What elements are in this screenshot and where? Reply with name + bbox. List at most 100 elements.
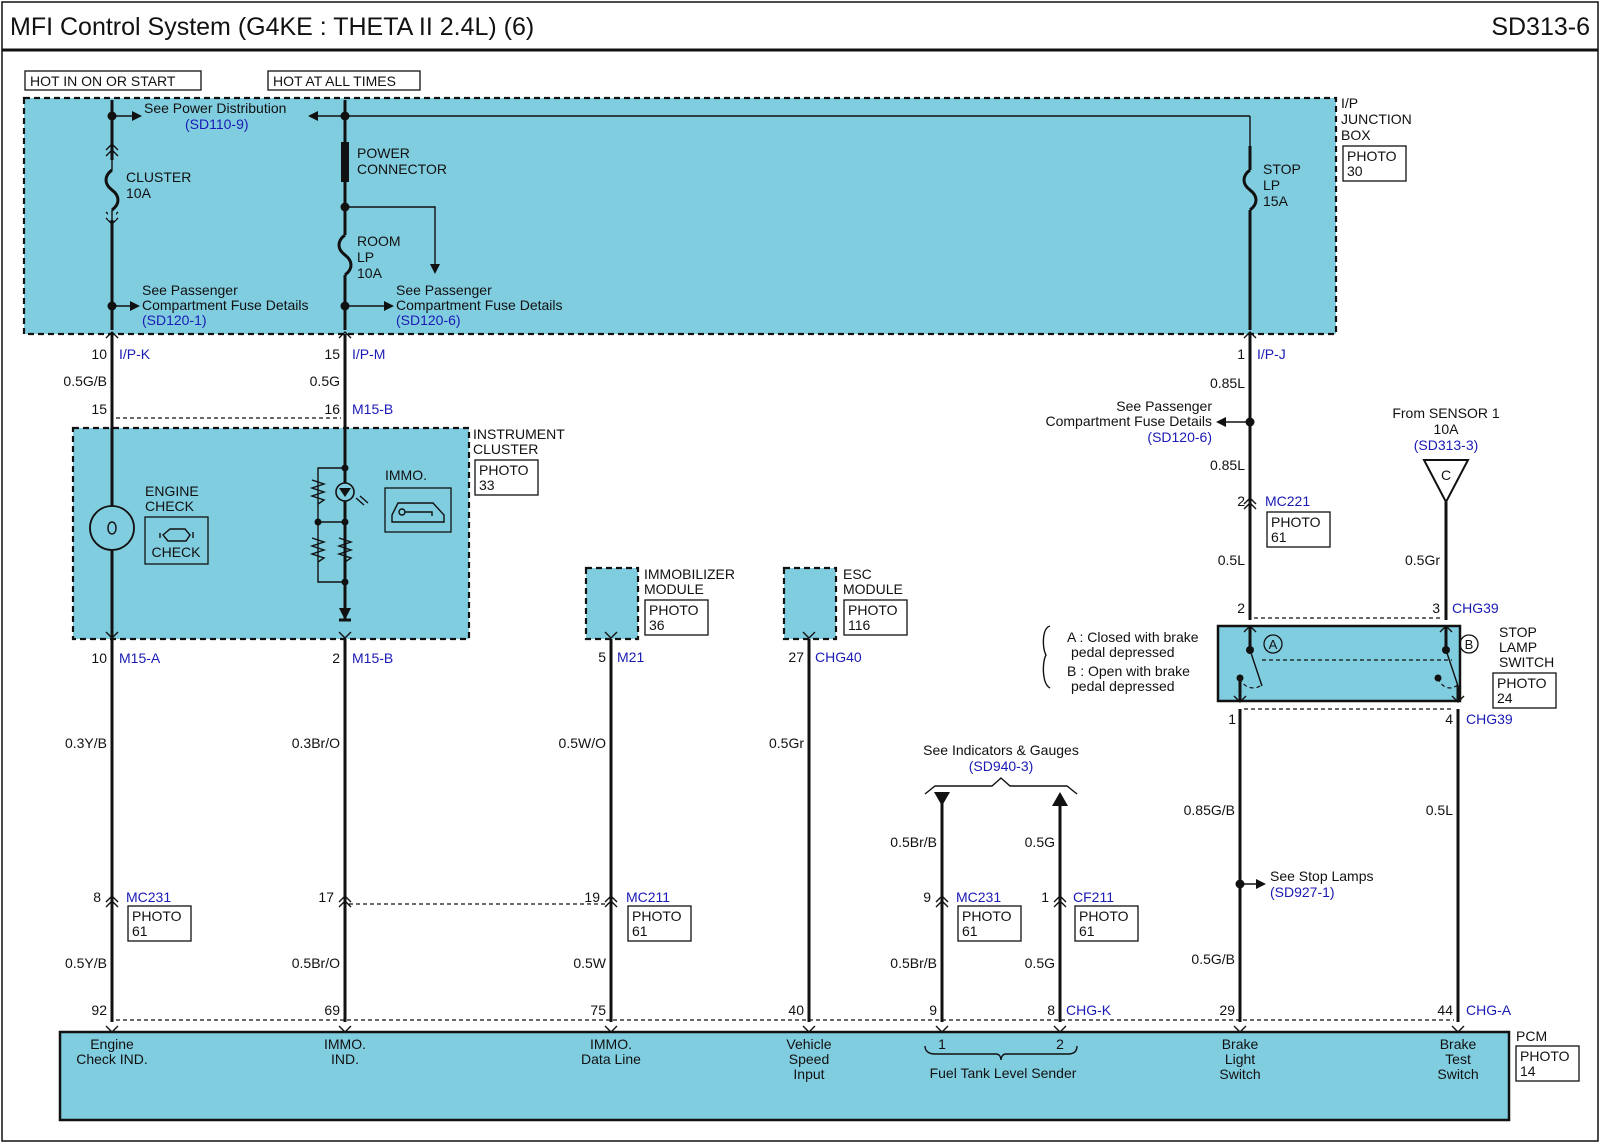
- room-fuse-label-3: 10A: [357, 265, 383, 281]
- pin-15-cluster: 15: [91, 401, 107, 417]
- cluster-fuse-rating: 10A: [126, 185, 152, 201]
- photo-mc221-1: PHOTO: [1271, 514, 1321, 530]
- junction-box-name-2: JUNCTION: [1341, 111, 1412, 127]
- pin-27-chg40: 27: [788, 649, 804, 665]
- stop-lamp-switch: 2 3 CHG39 A B STOP LAMP SWITCH PHOTO 24 …: [1042, 600, 1557, 727]
- pcm-pin-9: 9: [929, 1002, 937, 1018]
- immobilizer-name-1: IMMOBILIZER: [644, 566, 735, 582]
- pin-3-switch: 3: [1432, 600, 1440, 616]
- immobilizer-name-2: MODULE: [644, 581, 704, 597]
- conn-ipm: I/P-M: [352, 346, 385, 362]
- pin-4-switch: 4: [1445, 711, 1453, 727]
- pcm-immo-ind-2: IND.: [331, 1051, 359, 1067]
- wire-085l-a: 0.85L: [1210, 375, 1245, 391]
- indicators-text: See Indicators & Gauges: [923, 742, 1079, 758]
- pin-8-mc231: 8: [93, 889, 101, 905]
- fuse-details-left-2: Compartment Fuse Details: [142, 297, 309, 313]
- wire-05l-a: 0.5L: [1218, 552, 1245, 568]
- cluster-fuse-label: CLUSTER: [126, 169, 191, 185]
- sensor-connector-triangle: [1422, 459, 1470, 505]
- pin-2-switch: 2: [1237, 600, 1245, 616]
- switch-note-a-1: A : Closed with brake: [1067, 629, 1199, 645]
- room-fuse-label-2: LP: [357, 249, 374, 265]
- wire-085gb: 0.85G/B: [1184, 802, 1235, 818]
- photo-mc211-1: PHOTO: [632, 908, 682, 924]
- pcm-module: 92 69 75 40 9 8 CHG-K 29 44 CHG-A PCM PH…: [58, 1002, 1580, 1122]
- wire-03yb: 0.3Y/B: [65, 735, 107, 751]
- pcm-engine-check-1: Engine: [90, 1036, 134, 1052]
- fuse-details-mid-1: See Passenger: [396, 282, 492, 298]
- pcm-brake-light-1: Brake: [1222, 1036, 1259, 1052]
- conn-ipj: I/P-J: [1257, 346, 1286, 362]
- pin-15-ipm: 15: [324, 346, 340, 362]
- conn-m15b-top: M15-B: [352, 401, 393, 417]
- pcm-vehicle-speed-2: Speed: [789, 1051, 829, 1067]
- stop-fuse-label-3: 15A: [1263, 193, 1289, 209]
- immobilizer-body: [584, 566, 640, 641]
- conn-m15b: M15-B: [352, 650, 393, 666]
- photo-mc231-b-2: 61: [962, 923, 978, 939]
- pcm-pin-29: 29: [1219, 1002, 1235, 1018]
- pcm-photo-1: PHOTO: [1520, 1048, 1570, 1064]
- pcm-brake-test-1: Brake: [1440, 1036, 1477, 1052]
- pcm-immo-data-2: Data Line: [581, 1051, 641, 1067]
- wire-05bro: 0.5Br/O: [292, 955, 340, 971]
- engine-check-lamp-icon: [89, 505, 135, 551]
- esc-module: ESC MODULE PHOTO 116: [782, 566, 908, 641]
- wire-05g-a: 0.5G: [1025, 834, 1055, 850]
- wire-05l-b: 0.5L: [1426, 802, 1453, 818]
- fuse-details-right-2: Compartment Fuse Details: [1045, 413, 1212, 429]
- switch-note-a-2: pedal depressed: [1071, 644, 1175, 660]
- esc-photo-2: 116: [848, 617, 871, 633]
- engine-check-label-1: ENGINE: [145, 483, 199, 499]
- pin-16-cluster: 16: [324, 401, 340, 417]
- pcm-fuel-tank: Fuel Tank Level Sender: [930, 1065, 1077, 1081]
- pcm-conn-chgk: CHG-K: [1066, 1002, 1112, 1018]
- instrument-cluster: INSTRUMENT CLUSTER PHOTO 33 ENGINE CHECK…: [71, 426, 565, 641]
- cluster-name-1: INSTRUMENT: [473, 426, 565, 442]
- conn-mc221: MC221: [1265, 493, 1310, 509]
- stop-fuse-label-2: LP: [1263, 177, 1280, 193]
- pcm-pin-44: 44: [1437, 1002, 1453, 1018]
- esc-name-1: ESC: [843, 566, 872, 582]
- pcm-pin-75: 75: [590, 1002, 606, 1018]
- pcm-pin-40: 40: [788, 1002, 804, 1018]
- junction-box-photo-1: PHOTO: [1347, 148, 1397, 164]
- switch-a-tag: [1263, 634, 1283, 654]
- fuse-details-right-1: See Passenger: [1116, 398, 1212, 414]
- pcm-brake-test-2: Test: [1445, 1051, 1471, 1067]
- page-code: SD313-6: [1491, 13, 1590, 41]
- wire-05gr-right: 0.5Gr: [1405, 552, 1440, 568]
- conn-chg39-bot: CHG39: [1466, 711, 1513, 727]
- junction-box-name-3: BOX: [1341, 127, 1371, 143]
- cluster-name-2: CLUSTER: [473, 441, 538, 457]
- esc-photo-1: PHOTO: [848, 602, 898, 618]
- photo-mc231-a-2: 61: [132, 923, 148, 939]
- conn-ipk: I/P-K: [119, 346, 151, 362]
- cluster-photo-2: 33: [479, 477, 495, 493]
- cluster-photo-1: PHOTO: [479, 462, 529, 478]
- upper-wiring: 10 I/P-K 0.5G/B 15 I/P-M 0.5G 15 16 M15-…: [63, 331, 1500, 620]
- wire-05brb-b: 0.5Br/B: [890, 955, 937, 971]
- wire-05gb-b: 0.5G/B: [1191, 951, 1235, 967]
- wire-05brb-a: 0.5Br/B: [890, 834, 937, 850]
- lower-wiring: 10 M15-A 2 M15-B 5 M21 27 CHG40 0.3Y/B 0…: [65, 639, 1460, 1022]
- wire-05w: 0.5W: [573, 955, 606, 971]
- room-fuse-label-1: ROOM: [357, 233, 401, 249]
- stop-lamps-ref: (SD927-1): [1270, 884, 1335, 900]
- pin-9-mc231: 9: [923, 889, 931, 905]
- photo-cf211-2: 61: [1079, 923, 1095, 939]
- immobilizer-module: IMMOBILIZER MODULE PHOTO 36: [584, 566, 735, 641]
- photo-mc211-2: 61: [632, 923, 648, 939]
- pcm-pin-92: 92: [91, 1002, 107, 1018]
- fuse-details-right-ref: (SD120-6): [1147, 429, 1212, 445]
- immobilizer-photo-2: 36: [649, 617, 665, 633]
- junction-box-name-1: I/P: [1341, 95, 1358, 111]
- conn-mc231-a: MC231: [126, 889, 171, 905]
- conn-m15a: M15-A: [119, 650, 161, 666]
- esc-body: [782, 566, 838, 641]
- pcm-immo-data-1: IMMO.: [590, 1036, 632, 1052]
- pcm-conn-chga: CHG-A: [1466, 1002, 1512, 1018]
- esc-name-2: MODULE: [843, 581, 903, 597]
